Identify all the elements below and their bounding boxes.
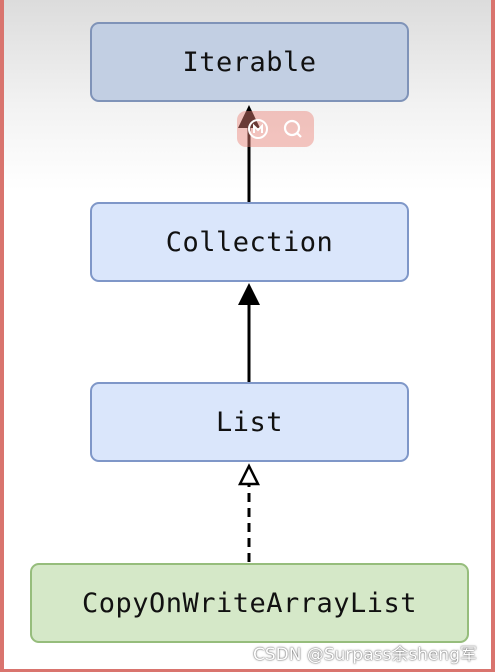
watermark-text: CSDN @Surpass余sheng军 bbox=[252, 645, 477, 665]
node-copyonwritearraylist: CopyOnWriteArrayList bbox=[30, 563, 469, 643]
node-copyonwritearraylist-label: CopyOnWriteArrayList bbox=[81, 587, 418, 619]
node-list: List bbox=[90, 382, 409, 462]
arrowhead-collection bbox=[238, 283, 260, 305]
node-iterable-label: Iterable bbox=[182, 46, 317, 78]
node-iterable: Iterable bbox=[90, 22, 409, 102]
node-collection-label: Collection bbox=[165, 226, 334, 258]
ai-icon[interactable] bbox=[244, 115, 272, 143]
image-overlay-toolbar bbox=[237, 111, 314, 147]
node-list-label: List bbox=[215, 406, 284, 438]
node-collection: Collection bbox=[90, 202, 409, 282]
arrowhead-list bbox=[237, 463, 261, 486]
inheritance-arrows bbox=[237, 105, 261, 562]
arrowhead-iterable bbox=[238, 105, 260, 128]
search-icon[interactable] bbox=[279, 115, 307, 143]
